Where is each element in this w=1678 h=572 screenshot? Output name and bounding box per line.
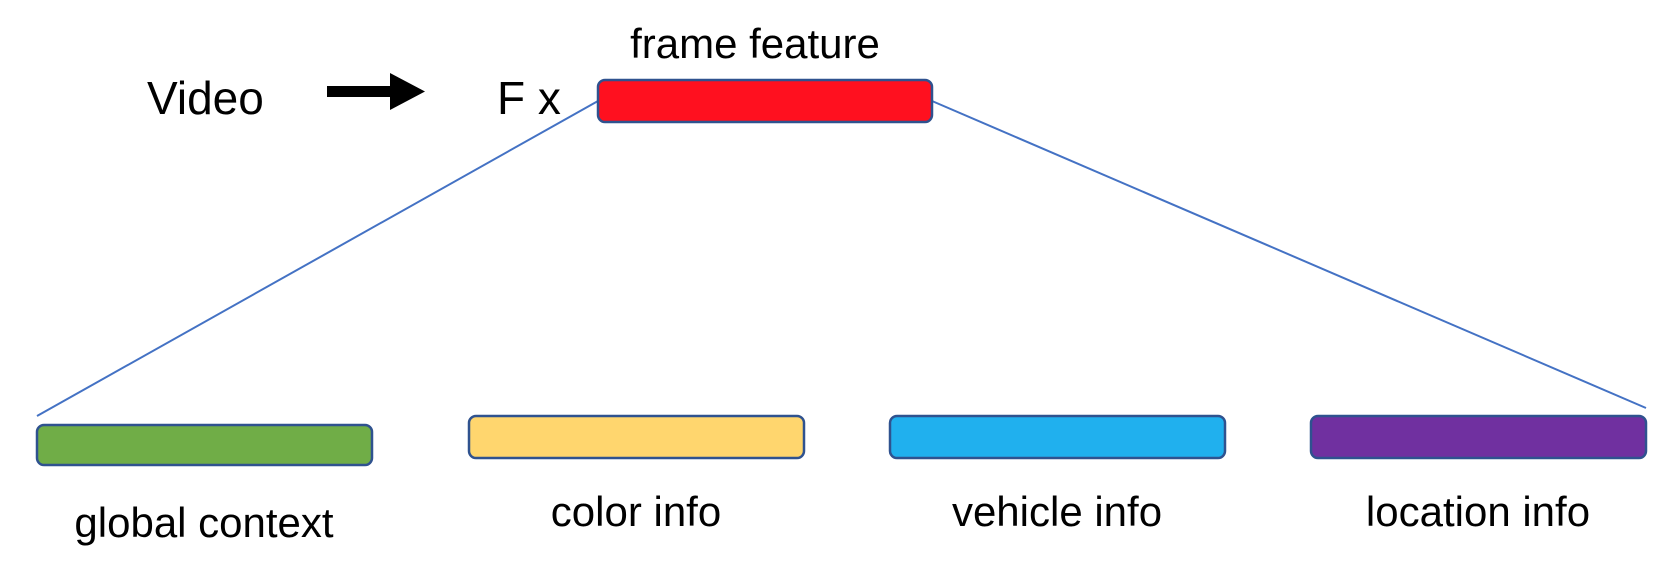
vehicle-info-label: vehicle info (952, 488, 1162, 535)
arrow-icon (327, 73, 425, 110)
frame-multiplier-label: F x (497, 72, 561, 124)
color-info-bar (467, 414, 806, 460)
frame-feature-bar (596, 78, 934, 124)
location-info-bar (1309, 414, 1648, 460)
location-info-label: location info (1366, 488, 1590, 535)
global-context-bar (35, 423, 374, 467)
connector-line-left (36, 100, 599, 417)
connector-line-right (931, 100, 1647, 409)
video-label: Video (147, 72, 264, 124)
vehicle-info-bar (888, 414, 1227, 460)
global-context-label: global context (74, 499, 334, 546)
color-info-label: color info (551, 488, 721, 535)
frame-feature-caption: frame feature (630, 20, 880, 67)
